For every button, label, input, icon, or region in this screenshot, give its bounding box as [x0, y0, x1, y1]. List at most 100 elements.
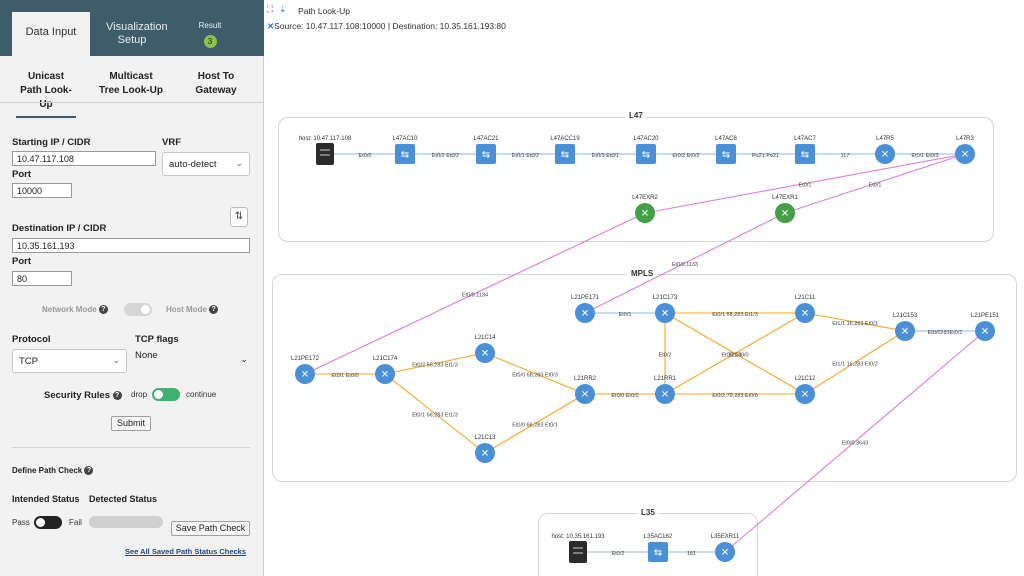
destination-ip-input[interactable]: 10.35.161.193: [12, 238, 250, 253]
define-path-check-text: Define Path Check: [12, 466, 83, 475]
network-mode-label: Network Mode ?: [42, 305, 108, 315]
tab-result[interactable]: Result 3: [172, 12, 248, 56]
start-port-input[interactable]: 10000: [12, 183, 72, 198]
chevron-down-icon: ⌄: [240, 354, 248, 364]
host-server-icon[interactable]: [316, 143, 334, 165]
host-server-icon[interactable]: [569, 541, 587, 563]
path-edge: [804, 330, 906, 395]
close-icon[interactable]: ✕: [267, 21, 275, 31]
path-diagram-panel: ⛶ ⇣ Path Look-Up ✕Source: 10.47.117.108:…: [265, 0, 1024, 576]
router-icon[interactable]: [575, 384, 595, 404]
pass-fail-toggle[interactable]: [34, 516, 62, 529]
node-label: L47EXR2: [632, 195, 658, 201]
pass-label: Pass: [12, 518, 30, 527]
edge-label: Et0/0.3643: [842, 441, 869, 447]
router-icon[interactable]: [475, 443, 495, 463]
vrf-value: auto-detect: [169, 159, 217, 170]
see-all-path-checks-link[interactable]: See All Saved Path Status Checks: [125, 547, 247, 556]
continue-label: continue: [186, 390, 217, 399]
tcp-flags-select[interactable]: None ⌄: [135, 350, 250, 368]
router-icon[interactable]: [295, 364, 315, 384]
help-icon: ?: [209, 305, 219, 315]
edge-label: Et0/2: [659, 353, 672, 359]
edge-label: 117: [841, 153, 850, 159]
page-title: Path Look-Up: [298, 6, 350, 16]
switch-icon[interactable]: [395, 144, 415, 164]
edge-label: Et0/1: [619, 312, 632, 318]
router-icon[interactable]: [655, 384, 675, 404]
divider: [12, 447, 250, 448]
source-destination-line: ✕Source: 10.47.117.108:10000 | Destinati…: [267, 21, 506, 32]
router-icon[interactable]: [775, 203, 795, 223]
router-icon[interactable]: [795, 384, 815, 404]
security-rules-toggle[interactable]: [152, 388, 180, 401]
router-icon[interactable]: [375, 364, 395, 384]
router-icon[interactable]: [955, 144, 975, 164]
node-label: L47AC7: [794, 136, 816, 142]
subtab-unicast[interactable]: Unicast Path Look-Up: [16, 70, 76, 118]
node-label: L47R3: [956, 136, 974, 142]
vrf-label: VRF: [162, 137, 181, 148]
submit-button[interactable]: Submit: [111, 416, 151, 431]
chevron-down-icon: ⌄: [112, 355, 120, 365]
router-icon[interactable]: [655, 303, 675, 323]
switch-icon[interactable]: [476, 144, 496, 164]
switch-icon[interactable]: [716, 144, 736, 164]
router-icon[interactable]: [795, 303, 815, 323]
host-mode-text: Host Mode: [166, 305, 207, 314]
router-icon[interactable]: [475, 343, 495, 363]
node-label: L47AC8: [715, 136, 737, 142]
switch-glyph: ⇆: [642, 150, 650, 161]
dest-port-input[interactable]: 80: [12, 271, 72, 286]
tab-visualization-setup[interactable]: Visualization Setup: [94, 12, 170, 56]
mode-toggle[interactable]: [124, 303, 152, 316]
switch-icon[interactable]: [795, 144, 815, 164]
edge-label: Et0/0 Et0/0: [611, 393, 638, 399]
vrf-select[interactable]: auto-detect ⌄: [162, 152, 250, 176]
chevron-down-icon: ⌄: [235, 158, 243, 168]
node-label: L47AC10: [392, 136, 418, 142]
network-mode-text: Network Mode: [42, 305, 97, 314]
edge-label: Et0/2 56,283 Et1/3: [412, 363, 458, 369]
router-icon[interactable]: [715, 542, 735, 562]
edge-label: Et0/0 68,283 Et0/3: [512, 373, 558, 379]
router-icon[interactable]: [895, 321, 915, 341]
subtab-host-label: Host To Gateway: [195, 71, 237, 96]
router-glyph: ✕: [961, 150, 969, 161]
node-label: L47R5: [876, 136, 894, 142]
node-label: L47EXR1: [772, 195, 798, 201]
detected-status-label: Detected Status: [89, 494, 158, 504]
starting-ip-input[interactable]: 10.47.117.108: [12, 151, 156, 166]
switch-glyph: ⇆: [801, 150, 809, 161]
node-label: L21C14: [474, 335, 496, 341]
node-label: L21C173: [653, 295, 678, 301]
switch-icon[interactable]: [555, 144, 575, 164]
save-path-check-button[interactable]: Save Path Check: [171, 521, 250, 536]
node-label: L47ACC19: [550, 136, 580, 142]
switch-icon[interactable]: [648, 542, 668, 562]
node-label: L35EXR11: [711, 534, 740, 540]
router-icon[interactable]: [975, 321, 995, 341]
tab-data-input[interactable]: Data Input: [12, 12, 90, 56]
edge-label: Et1/1 16,283 Et0/1: [832, 321, 878, 327]
data-input-panel: Data Input Visualization Setup Result 3 …: [0, 0, 264, 576]
swap-icon[interactable]: ⇅: [230, 207, 248, 227]
switch-icon[interactable]: [636, 144, 656, 164]
edge-label: Et0/2: [612, 551, 625, 557]
subtab-multicast-label: Multicast Tree Look-Up: [99, 71, 163, 96]
router-icon[interactable]: [635, 203, 655, 223]
group-mpls-title: MPLS: [627, 269, 658, 278]
subtab-multicast[interactable]: Multicast Tree Look-Up: [98, 70, 164, 98]
router-icon[interactable]: [875, 144, 895, 164]
router-glyph: ✕: [641, 209, 649, 220]
node-label: L21C153: [893, 313, 918, 319]
path-edge: [484, 393, 586, 454]
edge-label: Et0/2 79,283 Et0/0: [712, 393, 758, 399]
protocol-select[interactable]: TCP ⌄: [12, 349, 127, 373]
router-icon[interactable]: [575, 303, 595, 323]
topology-icon[interactable]: ⛶: [267, 4, 274, 14]
path-edge: [784, 153, 966, 214]
divider: [0, 102, 264, 103]
subtab-host-gateway[interactable]: Host To Gateway: [186, 70, 246, 98]
